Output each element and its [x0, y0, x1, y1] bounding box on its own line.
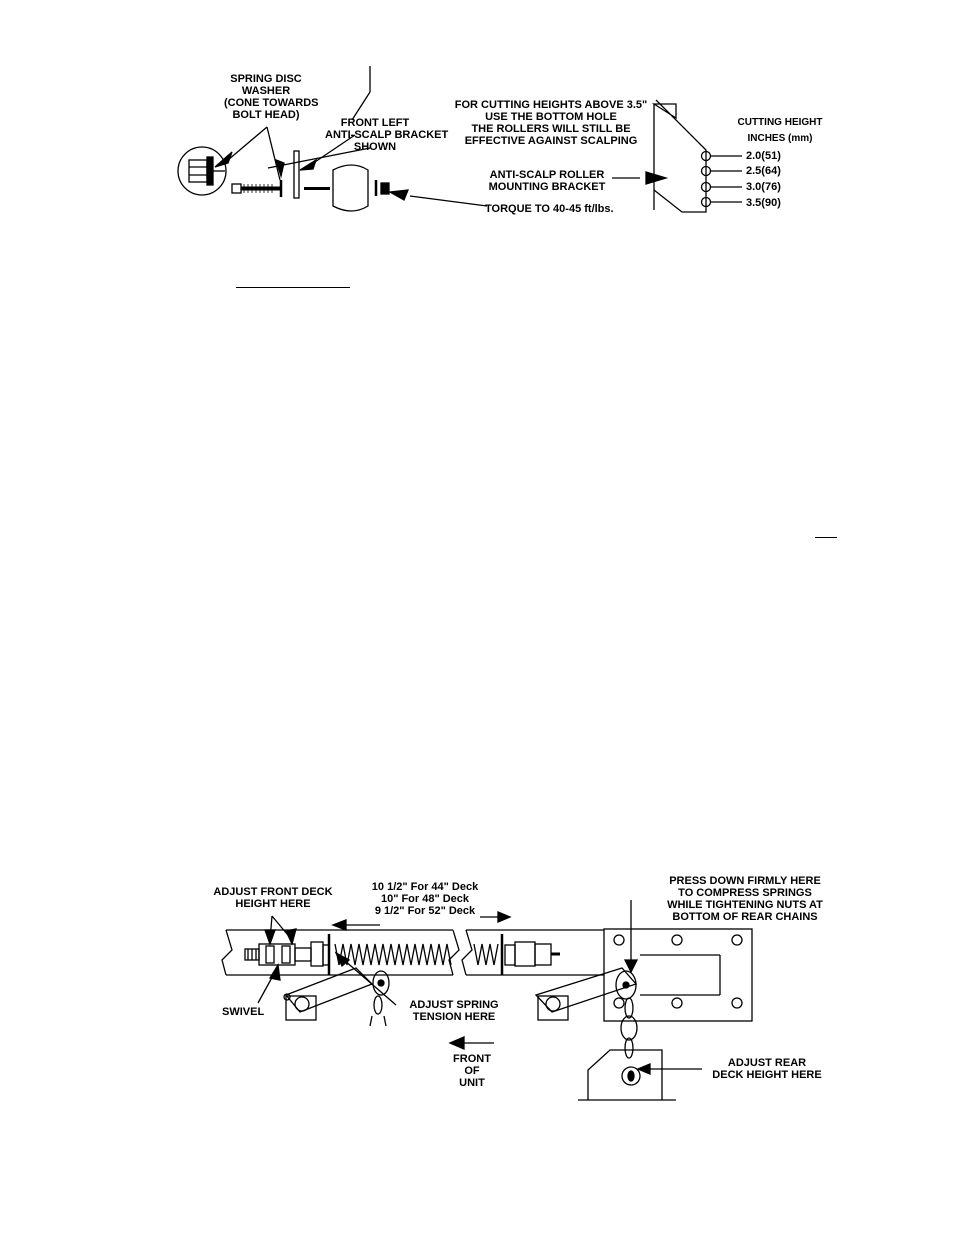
front-deck-label: ADJUST FRONT DECK HEIGHT HERE	[213, 886, 333, 910]
height-3-5: 3.5(90)	[746, 197, 781, 209]
height-2-5: 2.5(64)	[746, 165, 781, 177]
deck-size-label: 10 1/2" For 44" Deck 10" For 48" Deck 9 …	[371, 881, 479, 917]
anti-scalp-diagram	[177, 66, 742, 213]
front-of-unit-label: FRONT OF UNIT	[453, 1053, 491, 1089]
bolt-detail-circle	[177, 146, 227, 196]
height-2-0: 2.0(51)	[746, 150, 781, 162]
mounting-bracket-label: ANTI-SCALP ROLLER MOUNTING BRACKET	[488, 169, 606, 193]
anti-scalp-bracket	[293, 150, 300, 199]
bracket-label: FRONT LEFT ANTI-SCALP BRACKET SHOWN	[325, 117, 449, 153]
height-3-0: 3.0(76)	[746, 181, 781, 193]
heading-underline	[236, 287, 350, 288]
word-underline	[815, 537, 837, 538]
press-down-label: PRESS DOWN FIRMLY HERE TO COMPRESS SPRIN…	[667, 875, 823, 923]
washer-label: SPRING DISC WASHER (CONE TOWARDS BOLT HE…	[224, 73, 319, 121]
rear-deck-label: ADJUST REAR DECK HEIGHT HERE	[712, 1057, 822, 1081]
swivel-label: SWIVEL	[222, 1006, 265, 1018]
above-height-note: FOR CUTTING HEIGHTS ABOVE 3.5" USE THE B…	[454, 99, 648, 147]
roller	[332, 164, 369, 212]
cutting-height-title: CUTTING HEIGHT INCHES (mm)	[737, 117, 823, 144]
spring-tension-label: ADJUST SPRING TENSION HERE	[409, 999, 499, 1023]
torque-label: TORQUE TO 40-45 ft/lbs.	[485, 203, 614, 215]
